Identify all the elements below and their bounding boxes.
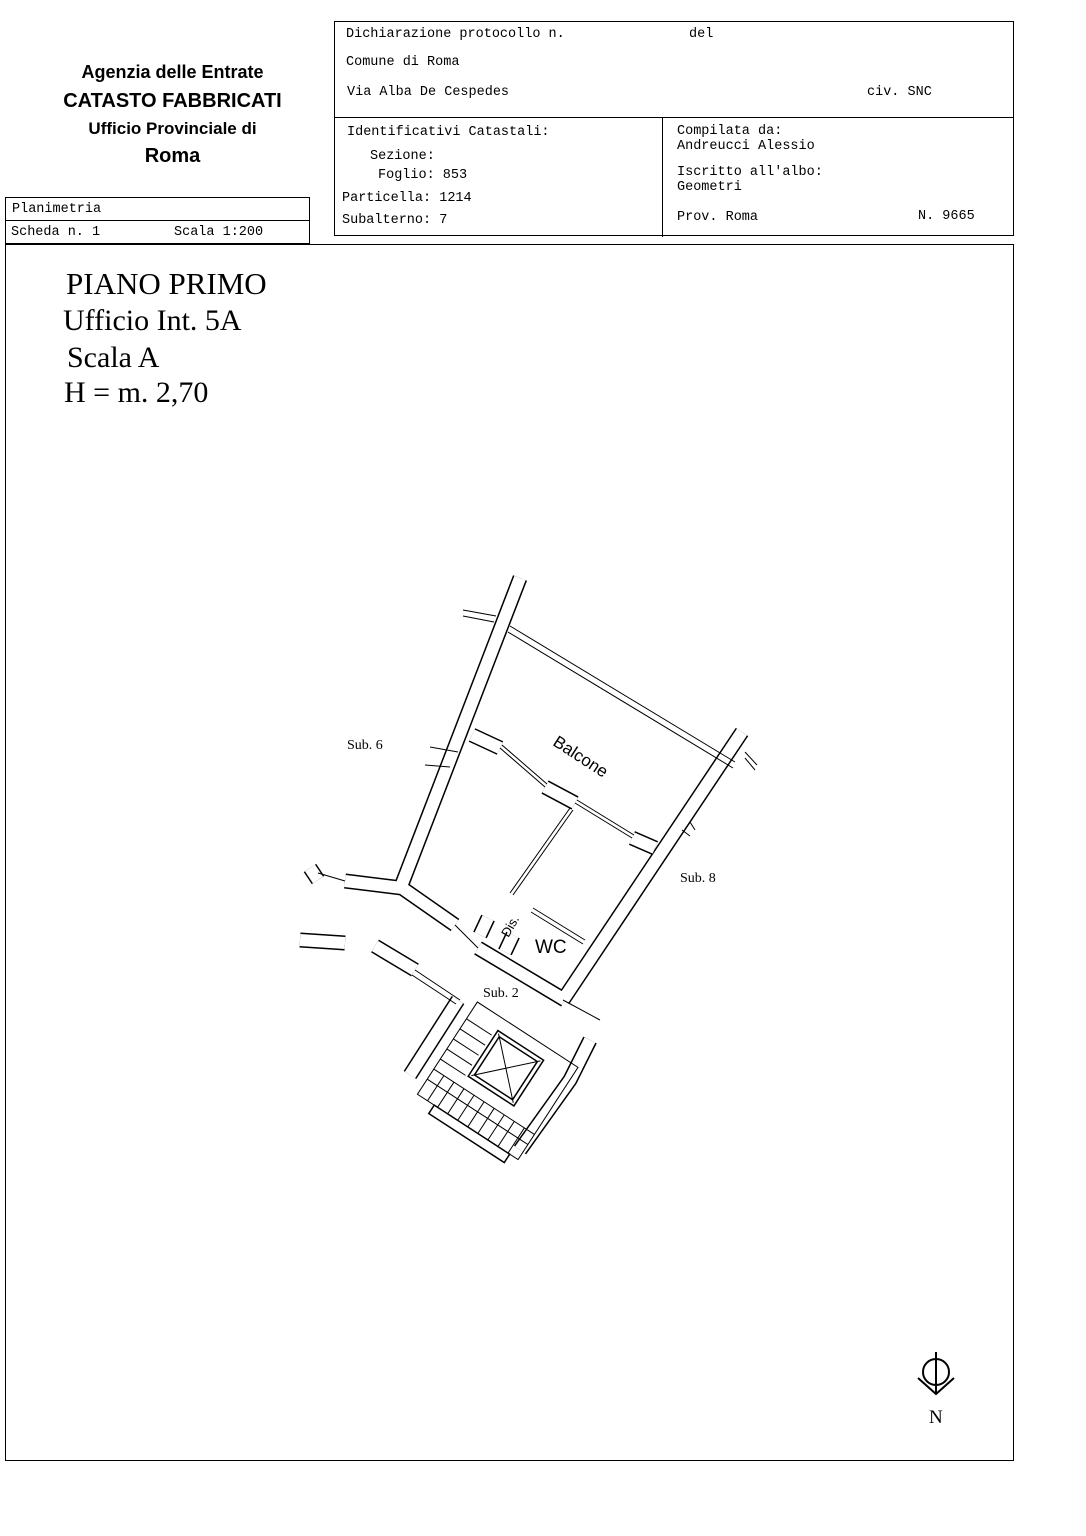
compiler-name: Andreucci Alessio	[677, 139, 815, 154]
walls	[299, 575, 749, 1155]
declaration-box: Dichiarazione protocollo n. del Comune d…	[334, 21, 1014, 237]
compiler-label: Compilata da:	[677, 124, 783, 139]
address: Via Alba De Cespedes	[347, 85, 510, 100]
comune: Comune di Roma	[346, 55, 460, 70]
stair-label: Scala A	[67, 341, 160, 374]
del-label: del	[689, 27, 714, 42]
identifiers-title: Identificativi Catastali:	[347, 125, 550, 140]
agency-header: Agenzia delle Entrate CATASTO FABBRICATI…	[30, 58, 315, 171]
civic-number: civ. SNC	[867, 85, 932, 100]
sub6-label: Sub. 6	[347, 738, 383, 753]
subalterno: Subalterno: 7	[342, 213, 448, 228]
foglio: Foglio: 853	[378, 168, 468, 183]
sub2-label: Sub. 2	[483, 986, 519, 1001]
sezione: Sezione:	[370, 149, 435, 164]
office-label: Ufficio Provinciale di	[88, 119, 257, 138]
sheet-number: Scheda n. 1	[11, 225, 101, 240]
north-arrow-icon	[917, 1352, 955, 1396]
wc-label: WC	[535, 937, 567, 958]
catasto-title: CATASTO FABBRICATI	[63, 90, 282, 112]
height-label: H = m. 2,70	[64, 376, 209, 409]
albo-label: Iscritto all'albo:	[677, 165, 823, 180]
unit-label: Ufficio Int. 5A	[63, 304, 242, 337]
protocol-label: Dichiarazione protocollo n.	[346, 27, 565, 42]
sheet-scale: Scala 1:200	[174, 225, 264, 240]
office-city: Roma	[144, 145, 201, 167]
albo-value: Geometri	[677, 180, 742, 195]
particella: Particella: 1214	[342, 191, 472, 206]
floor-title: PIANO PRIMO	[66, 266, 267, 301]
sheet-info-box: Planimetria Scheda n. 1 Scala 1:200	[5, 197, 310, 244]
agency-name: Agenzia delle Entrate	[81, 62, 264, 82]
north-label: N	[929, 1407, 943, 1428]
registration-number: N. 9665	[918, 209, 975, 224]
sheet-type: Planimetria	[12, 202, 102, 217]
thin-lines	[317, 609, 758, 1021]
drawing-frame	[5, 244, 1014, 1461]
sub8-label: Sub. 8	[680, 871, 716, 886]
stairwell	[416, 1001, 579, 1164]
province: Prov. Roma	[677, 210, 759, 225]
